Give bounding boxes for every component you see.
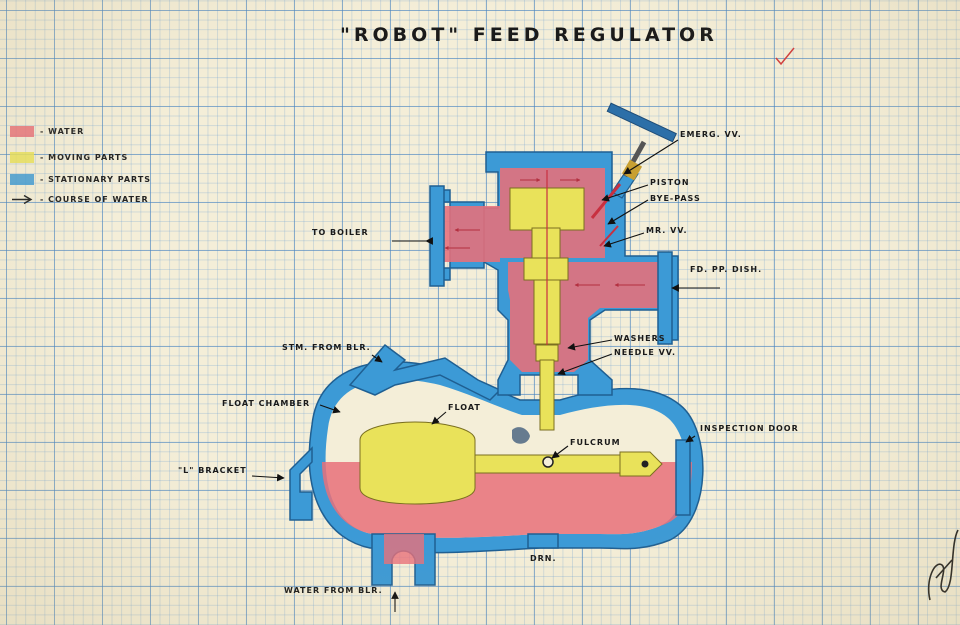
label-drain: DRN.: [530, 554, 557, 563]
label-washers: WASHERS: [614, 334, 666, 343]
label-inspection-door: INSPECTION DOOR: [700, 424, 799, 433]
label-fd-pp-disch: FD. PP. DISH.: [690, 265, 763, 274]
signature: [927, 529, 959, 601]
label-to-boiler: TO BOILER: [312, 228, 369, 237]
label-float-chamber: FLOAT CHAMBER: [222, 399, 311, 408]
water-swatch: [10, 125, 34, 137]
label-water-from-blr: WATER FROM BLR.: [284, 586, 383, 595]
label-emerg-valve: EMERG. VV.: [680, 130, 742, 139]
label-piston: PISTON: [650, 178, 690, 187]
moving-parts: [359, 170, 663, 505]
legend-item-moving-parts: - MOVING PARTS: [10, 150, 128, 164]
legend-label: - WATER: [40, 126, 85, 136]
stationary-parts-swatch: [10, 173, 34, 185]
legend-item-water: - WATER: [10, 124, 84, 138]
label-l-bracket: "L" BRACKET: [178, 466, 247, 475]
title-checkmark: [775, 47, 795, 66]
water-flow-arrows: [444, 178, 645, 287]
diagram-title: "ROBOT" FEED REGULATOR: [340, 24, 718, 46]
legend-item-stationary-parts: - STATIONARY PARTS: [10, 172, 151, 186]
legend-label: - STATIONARY PARTS: [40, 174, 152, 184]
legend-label: - MOVING PARTS: [40, 152, 129, 162]
label-mr-valve: MR. VV.: [646, 226, 688, 235]
label-float: FLOAT: [448, 403, 481, 412]
label-stm-from-blr: STM. FROM BLR.: [282, 343, 371, 352]
leader-lines: [251, 139, 720, 612]
label-fulcrum: FULCRUM: [570, 438, 621, 447]
arrow-icon: [12, 194, 33, 204]
label-needle-valve: NEEDLE VV.: [614, 348, 677, 357]
label-bye-pass: BYE-PASS: [650, 194, 701, 203]
legend-item-course-of-water: - COURSE OF WATER: [10, 192, 149, 206]
legend-label: - COURSE OF WATER: [40, 194, 149, 204]
moving-parts-swatch: [10, 151, 34, 163]
